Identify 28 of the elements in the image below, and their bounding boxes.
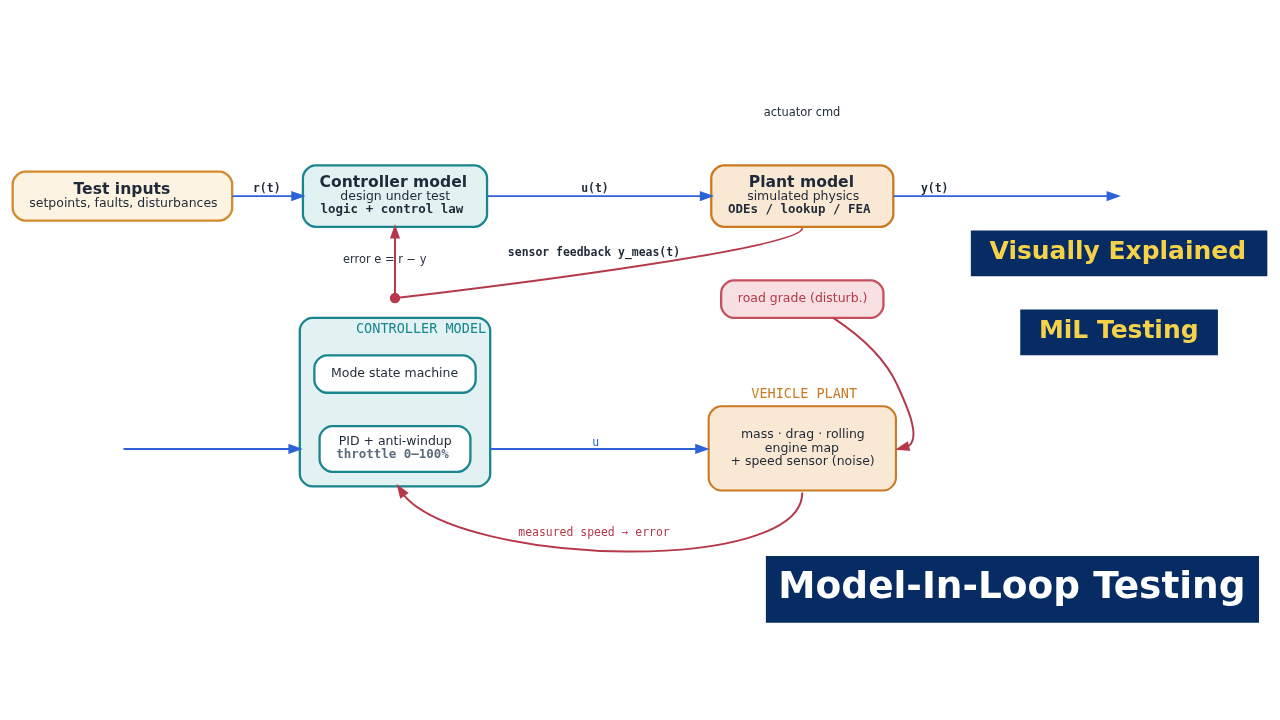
edge-label: u(t) <box>581 180 609 195</box>
arrow <box>832 316 915 451</box>
node-box: Test inputs setpoints, faults, disturbances <box>11 170 234 222</box>
node-circle <box>389 292 401 303</box>
arrow <box>396 483 804 552</box>
node-box: Mode state machine <box>313 353 477 394</box>
arrow <box>389 223 401 294</box>
edge-label: y(t) <box>920 180 949 195</box>
arrow <box>892 190 1121 201</box>
label: actuator cmd <box>763 104 841 119</box>
arrow <box>489 443 710 454</box>
label: Visually Explained <box>989 235 1247 265</box>
diagram-title: Model-In-Loop Testing <box>778 562 1246 606</box>
edge-label: measured speed → error <box>518 524 670 539</box>
node-box: Controller model design under test logic + control law <box>301 163 489 228</box>
edge-label: r(t) <box>252 180 281 195</box>
node-label: VEHICLE PLANT <box>751 384 858 401</box>
node-box: road grade (disturb.) <box>720 278 885 319</box>
edge-label: error e = r − y <box>342 251 427 266</box>
edge-label: u <box>592 434 600 449</box>
arrow <box>486 190 715 201</box>
node-box: PID + anti-windup throttle 0–100% <box>318 424 472 473</box>
arrow <box>122 443 303 454</box>
edge-label: sensor feedback y_meas(t) <box>507 244 681 259</box>
arrow <box>231 190 306 201</box>
node-box: Plant model simulated physics ODEs / lookup / FEA <box>710 163 895 228</box>
label: MiL Testing <box>1038 314 1199 344</box>
connector <box>399 226 804 299</box>
